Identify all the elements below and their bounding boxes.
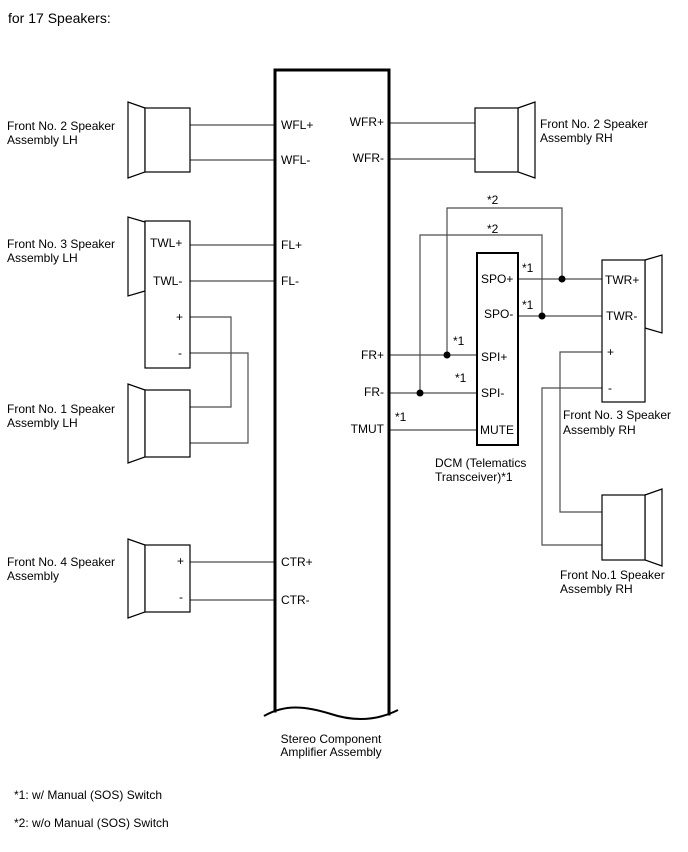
note-spi-minus: *1 [455,371,467,385]
speaker-label-line1: Front No. 2 Speaker [540,117,648,131]
speaker-label-line2: Assembly [7,569,59,583]
speaker-pin-minus: - [179,590,183,604]
speaker-icon-cone [127,383,146,464]
page-title: for 17 Speakers: [8,10,111,26]
amplifier-pin-fr-plus: FR+ [361,348,384,362]
speaker-icon-cone [517,101,536,179]
footnote-1: *1: w/ Manual (SOS) Switch [14,788,162,802]
speaker-front-no2-lh: Front No. 2 Speaker Assembly LH [7,101,191,179]
wire-lh-no1-minus [190,352,249,444]
stereo-component-amplifier: WFL+ WFL- FL+ FL- CTR+ CTR- WFR+ WFR- FR… [263,68,399,759]
speaker-label-line2: Assembly RH [560,582,633,596]
speaker-pin-twl-minus: TWL- [153,274,182,288]
footnote-2: *2: w/o Manual (SOS) Switch [14,816,169,830]
speaker-label-line1: Front No. 1 Speaker [7,402,115,416]
speaker-front-no4: + - Front No. 4 Speaker Assembly [7,538,191,619]
speaker-front-no1-rh: Front No.1 Speaker Assembly RH [560,488,665,596]
dcm-pin-spo-plus: SPO+ [481,272,513,286]
amplifier-break-line [263,706,399,720]
junction-dot [443,351,451,359]
speaker-icon-cone [127,216,146,297]
speaker-label-line1: Front No. 4 Speaker [7,555,115,569]
dcm-pin-mute: MUTE [480,423,514,437]
speaker-label-line2: Assembly LH [7,133,78,147]
junction-dots [416,275,566,397]
wire-rh-no1-plus [559,351,602,513]
speaker-front-no3-rh: TWR+ TWR- + - Front No. 3 Speaker Assemb… [563,254,671,437]
speaker-icon-body [144,389,191,458]
speaker-pin-plus: + [176,310,183,324]
note-spi-plus: *1 [453,334,465,348]
speaker-front-no2-rh: Front No. 2 Speaker Assembly RH [474,101,648,179]
speaker-pin-twr-minus: TWR- [606,309,637,323]
speaker-label-line1: Front No. 3 Speaker [7,237,115,251]
speaker-icon-body [601,259,646,403]
speaker-pin-plus: + [607,345,614,359]
note-spo-minus: *1 [522,298,534,312]
wire-notes: *2 *2 *1 *1 *1 *1 *1 [395,193,534,424]
speaker-icon-body [474,107,519,173]
amplifier-pin-ctr-plus: CTR+ [281,555,313,569]
amplifier-label-line2: Amplifier Assembly [280,745,381,759]
note-mute: *1 [395,410,407,424]
dcm-pin-spi-plus: SPI+ [481,350,507,364]
amplifier-pin-fr-minus: FR- [364,385,384,399]
amplifier-label-line1: Stereo Component [281,732,382,746]
footnotes: *1: w/ Manual (SOS) Switch *2: w/o Manua… [14,788,169,830]
amplifier-outline [273,68,391,716]
amplifier-pin-wfr-minus: WFR- [353,151,384,165]
amplifier-pin-fl-plus: FL+ [281,238,302,252]
speaker-label-line2: Assembly LH [7,416,78,430]
note-spo-plus: *1 [522,261,534,275]
amplifier-pin-tmut: TMUT [351,422,385,436]
speaker-icon-body [144,544,191,613]
speaker-icon-body [601,494,646,561]
speaker-icon-cone [127,101,146,179]
speaker-pin-minus: - [608,381,612,395]
dcm-pin-spo-minus: SPO- [484,307,513,321]
speaker-icon-cone [644,488,663,567]
speaker-icon-cone [644,254,663,334]
dcm-label-line1: DCM (Telematics [435,456,526,470]
amplifier-pin-wfl-plus: WFL+ [281,118,313,132]
wire-bypass-minus [419,234,543,393]
speaker-front-no1-lh: Front No. 1 Speaker Assembly LH [7,383,191,464]
amplifier-pin-wfr-plus: WFR+ [350,115,384,129]
speaker-front-no3-lh: TWL+ TWL- + - Front No. 3 Speaker Assemb… [7,216,191,369]
note-bypass-plus: *2 [487,193,499,207]
speaker-pin-twl-plus: TWL+ [150,236,182,250]
junction-dot [416,389,424,397]
amplifier-pin-ctr-minus: CTR- [281,593,310,607]
speaker-pin-plus: + [177,554,184,568]
speaker-label-line1: Front No. 3 Speaker [563,408,671,422]
speaker-pin-twr-plus: TWR+ [605,273,639,287]
speaker-icon-cone [127,538,146,619]
dcm-box [476,252,519,446]
speaker-icon-body [144,107,191,173]
junction-dot [558,275,566,283]
note-bypass-minus: *2 [487,222,499,236]
amplifier-pin-fl-minus: FL- [281,274,299,288]
dcm-label-line2: Transceiver)*1 [435,470,513,484]
wire-rh-no1-minus [541,387,602,546]
amplifier-pin-wfl-minus: WFL- [281,153,310,167]
wires [190,122,602,601]
junction-dot [538,312,546,320]
dcm-telematics-transceiver: SPO+ SPO- SPI+ SPI- MUTE DCM (Telematics… [435,252,526,484]
wire-lh-no1-plus [190,316,232,408]
speaker-icon-body [144,220,191,369]
speaker-pin-minus: - [178,346,182,360]
speaker-label-line2: Assembly LH [7,251,78,265]
wire-bypass-plus [446,207,563,355]
dcm-pin-spi-minus: SPI- [481,386,504,400]
speaker-label-line1: Front No.1 Speaker [560,568,665,582]
speaker-label-line2: Assembly RH [540,131,613,145]
speaker-label-line1: Front No. 2 Speaker [7,119,115,133]
speaker-label-line2: Assembly RH [563,423,636,437]
